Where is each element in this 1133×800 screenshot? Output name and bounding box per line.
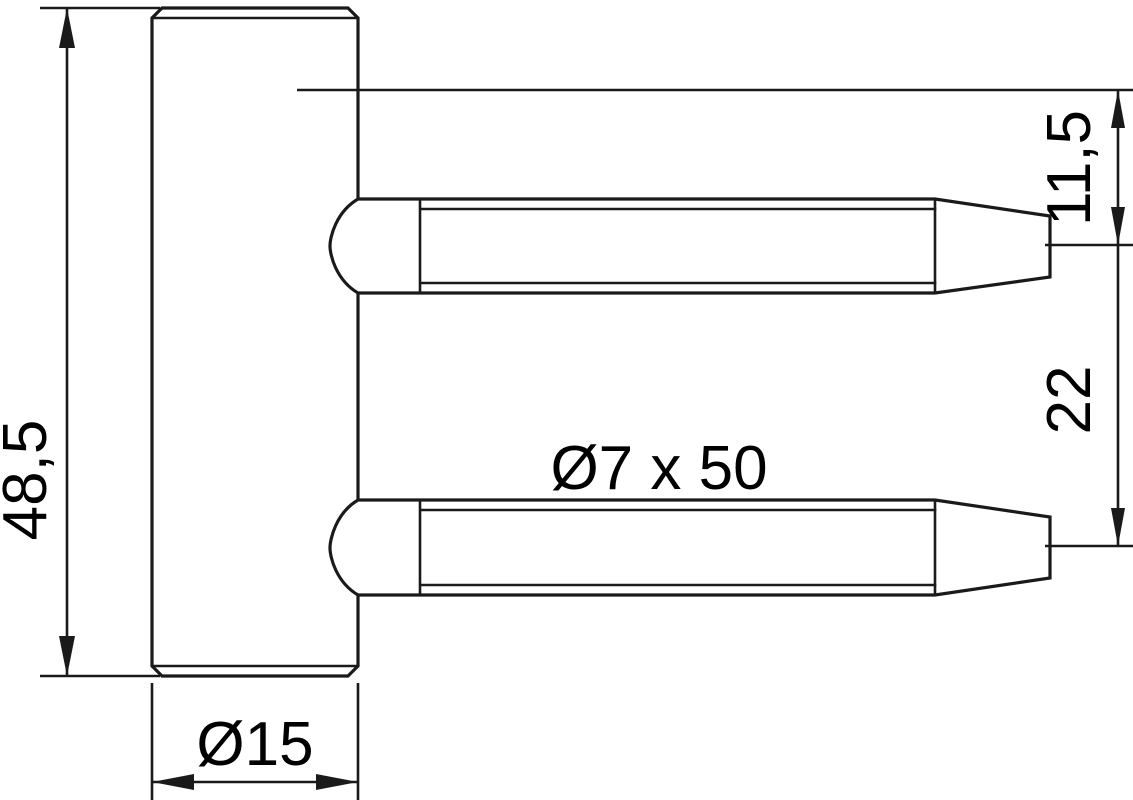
arrow-head-down-48-5 (59, 636, 75, 676)
dim-label-top-offset: 11,5 (1035, 110, 1104, 226)
dimension-plate-diameter: Ø15 (152, 710, 358, 790)
dim-label-height-overall: 48,5 (0, 420, 60, 541)
mounting-plate-outline (150, 6, 360, 678)
dimension-top-offset: 11,5 (1035, 90, 1125, 245)
dim-label-pin-spacing: 22 (1035, 366, 1104, 435)
dim-label-pin-spec: Ø7 x 50 (550, 434, 767, 503)
dimension-height-overall: 48,5 (0, 8, 75, 676)
arrow-head-up-11-5 (1111, 90, 1125, 128)
upper-pin (328, 197, 1052, 295)
lower-pin (328, 498, 1052, 597)
arrow-head-up-48-5 (59, 8, 75, 48)
upper-pin-outline (328, 197, 1052, 295)
dimension-pin-spacing: 22 (1035, 245, 1125, 546)
lower-pin-outline (328, 498, 1052, 597)
label-pin-spec: Ø7 x 50 (550, 434, 767, 503)
arrow-head-right-d15 (316, 774, 358, 790)
mounting-plate (150, 6, 360, 678)
dim-label-plate-diameter: Ø15 (196, 710, 313, 779)
arrow-head-down-11-5 (1111, 207, 1125, 245)
arrow-head-down-22 (1111, 508, 1125, 546)
arrow-head-left-d15 (152, 774, 194, 790)
